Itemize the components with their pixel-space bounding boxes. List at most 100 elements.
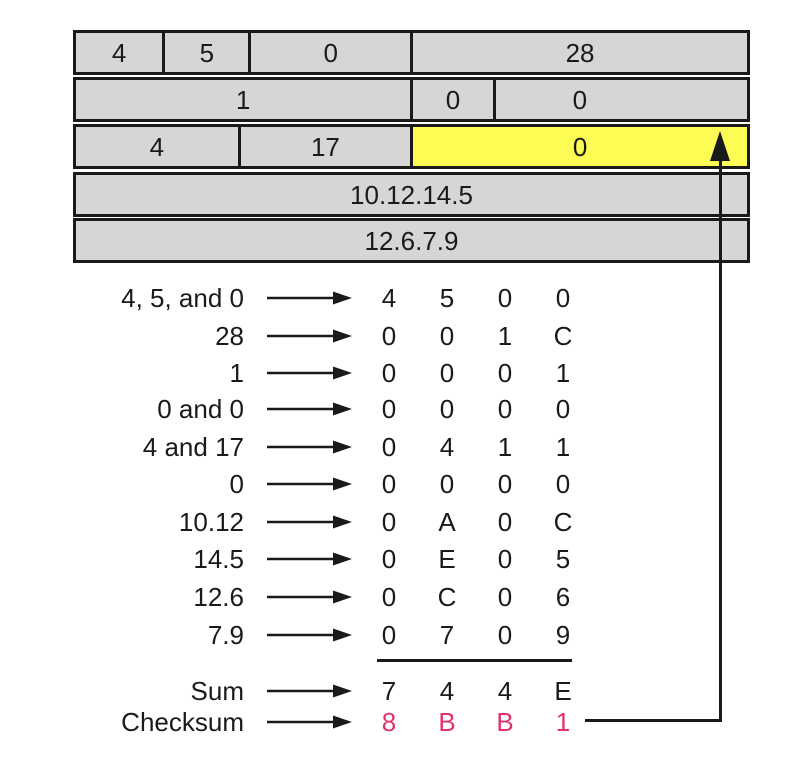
hex-digit: B [496, 706, 514, 737]
hex-digit: 0 [381, 543, 397, 574]
calc-row-label: 12.6 [193, 581, 244, 612]
hex-digits: 4 5 0 0 [360, 283, 592, 314]
hex-digit: 0 [439, 320, 455, 351]
field-value: 4 [149, 131, 165, 162]
hex-digit: 1 [555, 357, 571, 388]
hex-digit: 1 [497, 320, 513, 351]
hex-digit: 4 [439, 431, 455, 462]
up-arrowhead-icon [710, 131, 730, 161]
hex-digit: C [437, 581, 457, 612]
field-value: 0 [572, 131, 588, 162]
right-arrow-icon [267, 590, 352, 604]
hex-digit: E [554, 675, 572, 706]
identification-field-cell: 1 [76, 80, 411, 119]
hex-digit: 5 [439, 282, 455, 313]
calc-row: 4, 5, and 0 4 5 0 0 [73, 279, 592, 317]
hex-digit: 0 [439, 468, 455, 499]
hex-digits: 0 0 0 0 [360, 469, 592, 500]
right-arrow-icon [267, 628, 352, 642]
hex-digit: 0 [381, 393, 397, 424]
calc-row-label: 7.9 [207, 619, 244, 650]
checksum-row: Checksum 8 B B 1 [73, 703, 592, 741]
field-value: 0 [572, 84, 588, 115]
hex-digit: B [438, 706, 456, 737]
field-value: 0 [445, 84, 461, 115]
hex-digit: C [553, 506, 573, 537]
arrow-vertical-segment [719, 152, 722, 722]
header-row-1: 4 5 0 28 [73, 30, 750, 75]
hex-digits: 0 E 0 5 [360, 544, 592, 575]
hex-digit: 0 [497, 357, 513, 388]
calc-row-label: 0 [229, 468, 244, 499]
field-value: 1 [235, 84, 251, 115]
calc-row-label: 4, 5, and 0 [121, 282, 244, 313]
hex-digit: 1 [555, 706, 571, 737]
hex-digits: 0 C 0 6 [360, 582, 592, 613]
header-row-3: 4 17 0 [73, 124, 750, 169]
hex-digit: 1 [497, 431, 513, 462]
hex-digit: 0 [497, 543, 513, 574]
right-arrow-icon [267, 552, 352, 566]
hex-digit: 4 [439, 675, 455, 706]
hex-digit: 0 [497, 619, 513, 650]
field-value: 10.12.14.5 [350, 179, 473, 210]
hex-digits: 0 7 0 9 [360, 620, 592, 651]
hex-digit: 0 [497, 468, 513, 499]
hex-digit: E [438, 543, 456, 574]
header-row-5: 12.6.7.9 [73, 218, 750, 263]
hex-digit: 0 [439, 393, 455, 424]
checksum-row-label: Checksum [121, 706, 244, 737]
hex-digit: 6 [555, 581, 571, 612]
hex-digit: 4 [497, 675, 513, 706]
hex-digit: 7 [439, 619, 455, 650]
field-value: 17 [310, 131, 340, 162]
service-field-cell: 0 [248, 33, 411, 72]
hex-digit: 0 [555, 282, 571, 313]
hex-digit: 1 [555, 431, 571, 462]
right-arrow-icon [267, 515, 352, 529]
right-arrow-icon [267, 402, 352, 416]
hex-digit: 0 [381, 320, 397, 351]
hex-digit: 4 [381, 282, 397, 313]
right-arrow-icon [267, 477, 352, 491]
checksum-field-cell-highlighted: 0 [410, 127, 747, 166]
hex-digit: 5 [555, 543, 571, 574]
hex-digit: 0 [497, 282, 513, 313]
header-row-2: 1 0 0 [73, 77, 750, 122]
right-arrow-icon [267, 291, 352, 305]
calc-row-label: 28 [215, 320, 244, 351]
destination-address-cell: 12.6.7.9 [76, 221, 747, 260]
hex-digit: 0 [381, 357, 397, 388]
right-arrow-icon [267, 366, 352, 380]
total-length-field-cell: 28 [410, 33, 747, 72]
sum-divider-line [377, 659, 572, 662]
hex-digit: 0 [381, 581, 397, 612]
field-value: 12.6.7.9 [364, 225, 459, 256]
header-row-4: 10.12.14.5 [73, 172, 750, 217]
arrow-horizontal-segment [585, 719, 722, 722]
hex-digit: 9 [555, 619, 571, 650]
hex-digit: 8 [381, 706, 397, 737]
hex-digit: 0 [497, 393, 513, 424]
hex-digit: 0 [555, 468, 571, 499]
field-value: 4 [111, 37, 127, 68]
flags-field-cell: 0 [410, 80, 493, 119]
sum-row-label: Sum [190, 675, 244, 706]
hex-digit: 0 [497, 581, 513, 612]
hex-digit: 0 [381, 468, 397, 499]
calc-row-label: 10.12 [178, 506, 244, 537]
right-arrow-icon [267, 440, 352, 454]
right-arrow-icon [267, 684, 352, 698]
hex-digit: 0 [381, 619, 397, 650]
fragment-offset-field-cell: 0 [492, 80, 747, 119]
hex-digit: A [438, 506, 456, 537]
